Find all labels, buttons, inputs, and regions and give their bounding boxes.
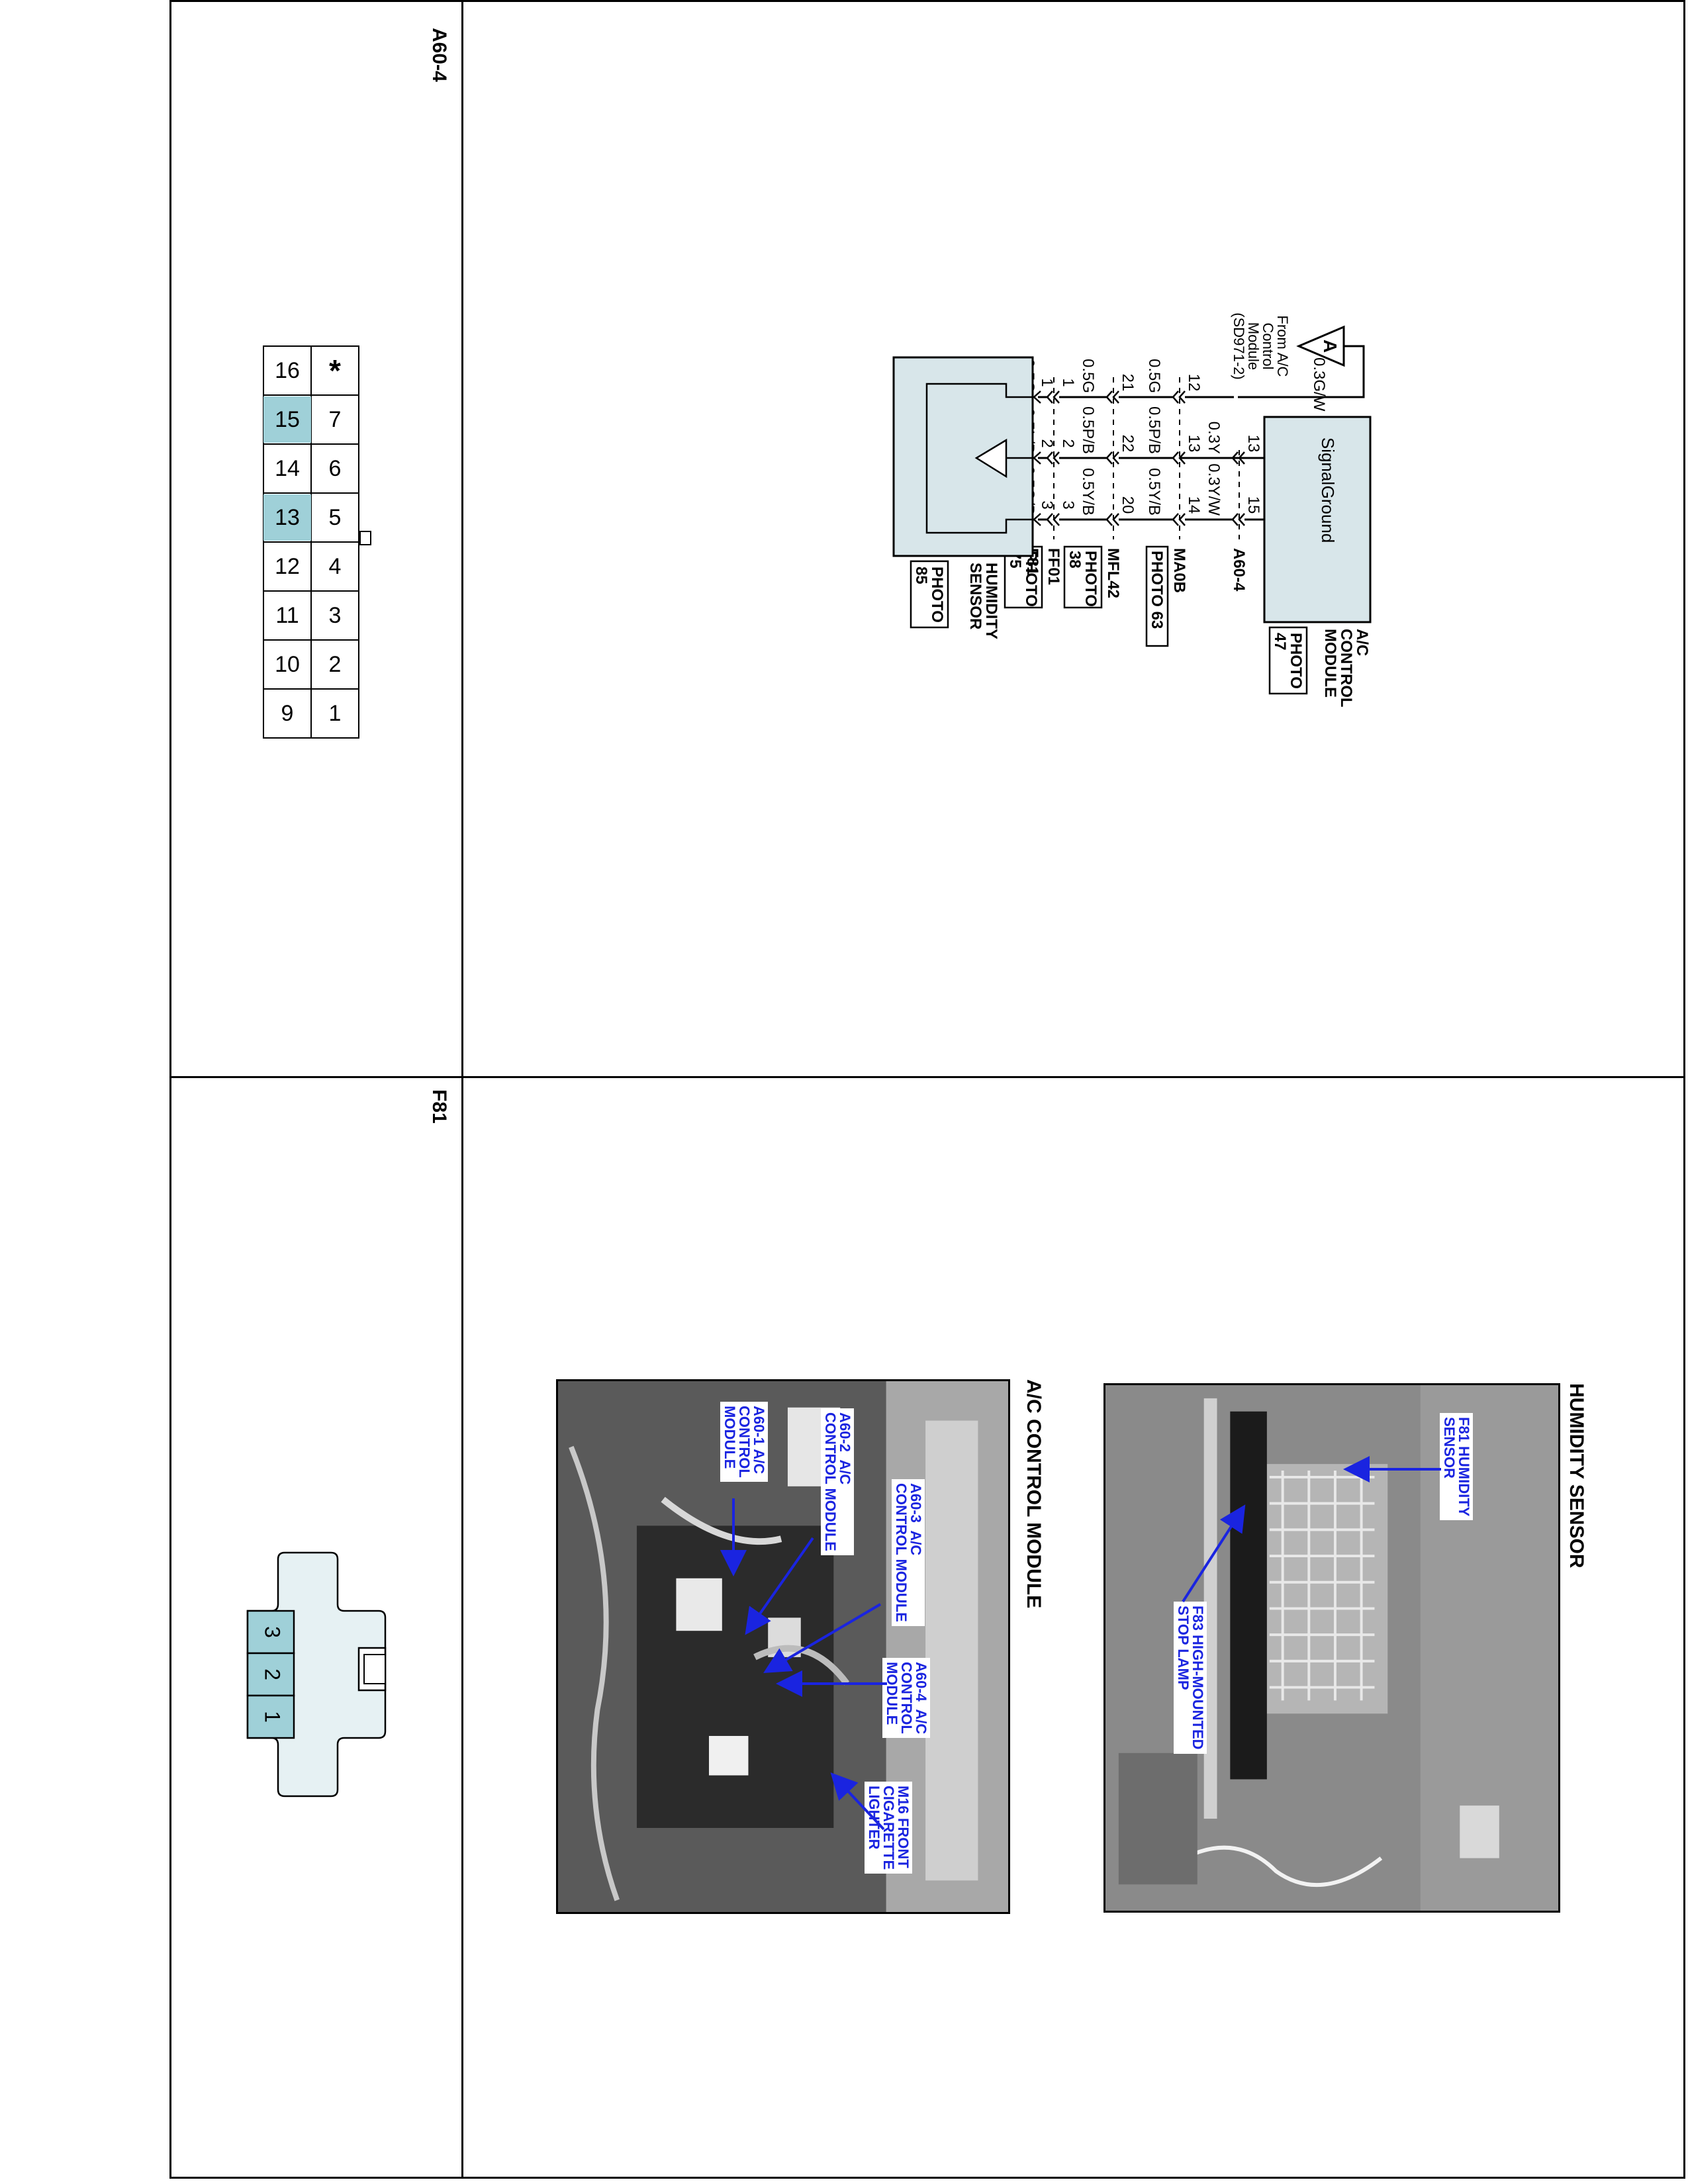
photo-title-ac-module: A/C CONTROL MODULE [1023, 1379, 1045, 1609]
pin-number: 2 [1038, 439, 1056, 447]
f81-pin-label: 1 [261, 1711, 285, 1723]
callout-arrows-humidity [1182, 1456, 1441, 1603]
connector-chevron [1231, 513, 1245, 526]
photo-ref: PHOTO 63 [1148, 551, 1166, 629]
pin-number: 2 [1059, 439, 1077, 447]
pin-cell-13: 13 [263, 494, 312, 541]
pin-cell-4: 4 [310, 543, 359, 590]
photo-ac-control-module [556, 1379, 1010, 1914]
pin-cell-15: 15 [263, 396, 312, 443]
module-photo-ref-box [1268, 626, 1308, 695]
feed-wire [1238, 345, 1365, 398]
pin-cell-14: 14 [263, 445, 312, 492]
wire-label: 0.5P/B [1145, 406, 1163, 454]
connector-chevron [1046, 451, 1060, 465]
pin-number: 3 [1038, 500, 1056, 509]
wire-label: 0.3Y/W [1205, 463, 1223, 516]
wiring-schematic: Signal Ground A/CCONTROLMODULE PHOTO47 A… [892, 312, 1372, 707]
connector-chevron [1033, 390, 1041, 404]
wire-label: 0.5Y/B [1079, 468, 1097, 516]
sensor-photo-ref-box [910, 560, 949, 629]
module-name: A/CCONTROLMODULE [1321, 629, 1371, 707]
f81-pin-cells: 3 2 1 [246, 1610, 295, 1739]
pin-number: 3 [1059, 500, 1077, 509]
pin-cell-2: 2 [310, 641, 359, 688]
f81-pin-label: 2 [261, 1668, 285, 1680]
wire-label: 0.5P/B [1079, 406, 1097, 454]
pin-cell-11: 11 [263, 592, 312, 639]
connector-title-a60-4: A60-4 [428, 28, 450, 82]
pin-number: 1 [1038, 378, 1056, 387]
offpage-text: From A/CControlModule(SD971-2) [1231, 312, 1291, 379]
photo-ref: PHOTO38 [1066, 551, 1100, 607]
ac-control-module-box [1263, 416, 1372, 623]
pin-cell-16: 16 [263, 347, 312, 394]
sensor-internal-wiring [925, 383, 1033, 534]
connector-chevron [1172, 390, 1186, 404]
humidity-sensor-box [892, 356, 1034, 557]
pin-number: 1 [1059, 378, 1077, 387]
pin-number: 13 [1244, 435, 1262, 453]
pin-number: 22 [1119, 435, 1137, 453]
wire-label: 0.3Y [1205, 422, 1223, 454]
photo-ref-box [1145, 545, 1169, 647]
wire-label: 0.5G [1079, 359, 1097, 393]
pin-number: 14 [1185, 496, 1203, 514]
pin-number: 12 [1185, 374, 1203, 392]
callout-arrows-ac-module [720, 1498, 887, 1831]
pin-number: 20 [1119, 496, 1137, 514]
connector-name: MA0B [1170, 548, 1188, 593]
pin-number: 15 [1244, 496, 1262, 514]
page-frame [169, 0, 1685, 2179]
connector-chevron [1033, 513, 1041, 526]
connector-chevron [1231, 451, 1245, 465]
pin-cell-blank: * [310, 347, 359, 394]
module-photo-ref: PHOTO47 [1271, 633, 1305, 689]
wire-label: 0.5Y/B [1145, 468, 1163, 516]
panel-divider-horizontal [169, 1076, 1685, 1078]
feed-wire-label: 0.3G/W [1310, 357, 1328, 412]
pin-cell-12: 12 [263, 543, 312, 590]
pin-cell-10: 10 [263, 641, 312, 688]
offpage-letter: A [1320, 340, 1340, 353]
schematic-wires: 130.3Y150.3Y/WA60-4120.5G130.5P/B140.5Y/… [1004, 359, 1264, 647]
wire-label: 0.5G [1145, 359, 1163, 393]
panel-divider-vertical [461, 0, 463, 2179]
pin-number: 21 [1119, 374, 1137, 392]
pin-cell-7: 7 [310, 396, 359, 443]
connector-chevron [1033, 451, 1041, 465]
connector-name: MFL42 [1104, 548, 1122, 598]
connector-chevron [1046, 513, 1060, 526]
connector-chevron [1105, 513, 1119, 526]
f81-pin-2 [246, 1652, 295, 1697]
pin-number: 13 [1185, 435, 1203, 453]
connector-chevron [1105, 390, 1119, 404]
connector-chevron [1105, 451, 1119, 465]
connector-face-f81: 3 2 1 [246, 1551, 387, 1797]
pin-cell-9: 9 [263, 690, 312, 737]
connector-latch [359, 531, 371, 545]
photo-ref-box [1063, 545, 1103, 609]
pin-cell-5: 5 [310, 494, 359, 541]
sensor-name: HUMIDITYSENSOR [966, 563, 1000, 639]
connector-title-f81: F81 [428, 1089, 450, 1124]
connector-chevron [1172, 513, 1186, 526]
pin-cell-1: 1 [310, 690, 359, 737]
connector-chevron [1172, 451, 1186, 465]
connector-chevron [1046, 390, 1060, 404]
pin-cell-3: 3 [310, 592, 359, 639]
sensor-photo-ref: PHOTO85 [912, 567, 946, 623]
connector-name: A60-4 [1230, 548, 1248, 592]
connector-name: FF01 [1045, 548, 1062, 585]
photo-title-humidity: HUMIDITY SENSOR [1566, 1383, 1587, 1569]
module-pin-label-ground: Ground [1318, 486, 1338, 543]
module-pin-label-signal: Signal [1318, 437, 1338, 485]
f81-pin-1 [246, 1694, 295, 1739]
f81-pin-label: 3 [261, 1626, 285, 1638]
pin-cell-6: 6 [310, 445, 359, 492]
